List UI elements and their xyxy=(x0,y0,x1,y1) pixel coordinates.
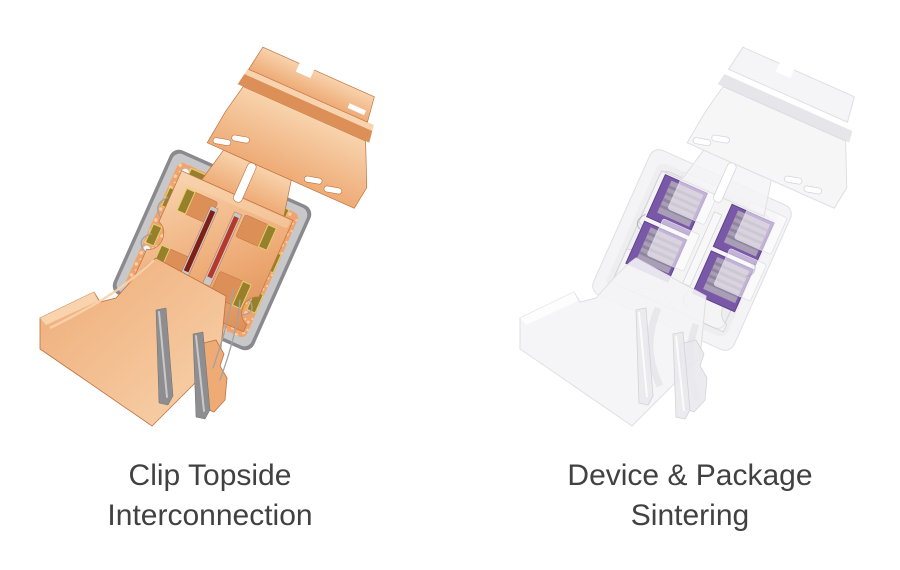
lead-pin xyxy=(192,331,211,420)
lead-pin xyxy=(155,307,174,406)
ghost-flange-notch xyxy=(775,62,795,79)
figure-clip-topside: Clip Topside Interconnection xyxy=(0,0,420,570)
sintering-package-render xyxy=(519,46,855,427)
die-in-opening xyxy=(231,280,252,310)
caption-line-1: Device & Package xyxy=(567,459,813,492)
ghost-lead-pin xyxy=(672,331,691,420)
clip-package-render xyxy=(39,46,375,427)
ghost-flange-slot xyxy=(783,175,803,185)
ghost-flange-slot xyxy=(692,137,712,147)
die-in-opening xyxy=(257,223,278,251)
gate-runner-red xyxy=(207,216,239,279)
gate-runner-dark xyxy=(183,209,216,273)
caption-line-1: Clip Topside xyxy=(128,459,292,492)
caption-clip-topside: Clip Topside Interconnection xyxy=(107,456,312,536)
ghost-flange-slot xyxy=(711,134,730,144)
flange-fold-ridge xyxy=(237,73,373,143)
flange-slot xyxy=(303,175,323,185)
ghost-lead-pin xyxy=(635,307,654,406)
ghost-clip-flange xyxy=(686,46,855,209)
clip-topside-illustration xyxy=(30,8,390,438)
caption-sintering: Device & Package Sintering xyxy=(567,456,812,536)
copper-clip-flange xyxy=(206,46,375,209)
caption-line-2: Interconnection xyxy=(107,499,313,532)
copper-clip-plate xyxy=(131,162,294,333)
sintering-illustration xyxy=(510,8,870,438)
flange-slot xyxy=(231,134,250,144)
ghost-bottom-lead-plate xyxy=(519,257,707,427)
flange-slot xyxy=(323,185,343,195)
flange-slit xyxy=(347,103,367,116)
flange-notch xyxy=(295,62,315,79)
clip-contact-pads xyxy=(647,172,787,301)
die-in-opening xyxy=(176,187,196,215)
ghost-flange-slot xyxy=(803,185,823,195)
caption-line-2: Sintering xyxy=(630,499,750,532)
bottom-lead-plate xyxy=(39,257,227,427)
figure-device-package-sintering: Device & Package Sintering xyxy=(480,0,900,570)
flange-slot xyxy=(212,137,232,147)
bond-wires-bottom xyxy=(212,289,241,381)
